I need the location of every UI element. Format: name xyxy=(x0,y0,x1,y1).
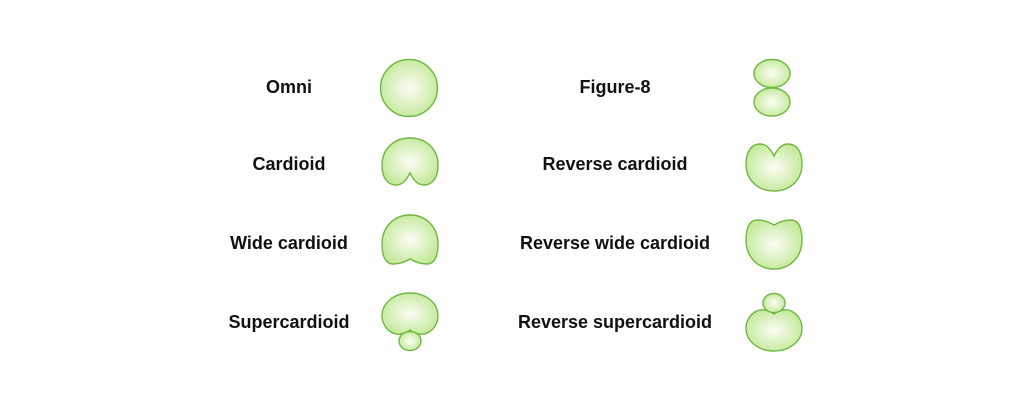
omni-icon xyxy=(379,58,439,118)
reverse-cardioid-icon xyxy=(745,143,803,192)
cardioid-icon xyxy=(381,137,439,186)
wide-cardioid-icon xyxy=(381,214,439,265)
pattern-label-wide-cardioid: Wide cardioid xyxy=(230,233,348,253)
pattern-label-reverse-supercardioid: Reverse supercardioid xyxy=(517,312,713,332)
supercardioid-icon xyxy=(381,292,439,352)
pattern-label-figure-8: Figure-8 xyxy=(579,77,651,97)
pattern-label-omni: Omni xyxy=(265,77,312,97)
pattern-label-reverse-cardioid: Reverse cardioid xyxy=(542,154,688,174)
pattern-label-reverse-wide-cardioid: Reverse wide cardioid xyxy=(519,233,711,253)
reverse-supercardioid-icon xyxy=(745,292,803,352)
pattern-label-supercardioid: Supercardioid xyxy=(228,312,350,332)
figure-8-icon xyxy=(753,58,791,117)
pattern-label-cardioid: Cardioid xyxy=(252,154,326,174)
reverse-wide-cardioid-icon xyxy=(745,219,803,270)
